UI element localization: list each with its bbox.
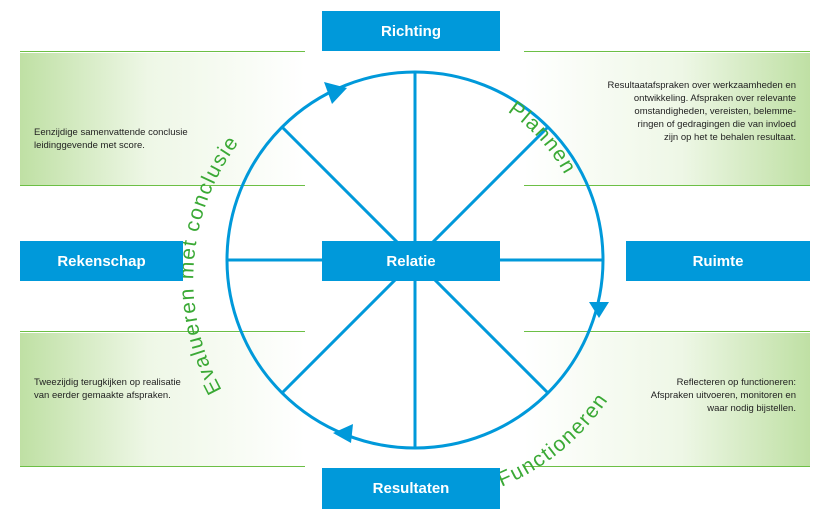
- box-label: Rekenschap: [57, 252, 146, 270]
- divider-line: [524, 331, 810, 332]
- note-panel-bottom-left: [20, 333, 305, 466]
- phase-label-plannen: Plannen: [504, 97, 581, 179]
- note-line: omstandigheden, vereisten, belemme-: [634, 106, 796, 117]
- note-panel-bottom-right: [524, 333, 810, 466]
- note-text-top-left: Eenzijdige samenvattende conclusie leidi…: [34, 126, 188, 152]
- box-label: Ruimte: [692, 252, 744, 270]
- note-text-bottom-right: Reflecteren op functioneren: Afspraken u…: [651, 376, 796, 415]
- box-label: Relatie: [386, 252, 436, 270]
- phase-label-functioneren: Functioneren: [494, 388, 613, 491]
- note-line: Afspraken uitvoeren, monitoren en: [650, 390, 796, 401]
- note-panel-top-right: [524, 53, 810, 186]
- note-line: van eerder gemaakte afspraken.: [34, 390, 171, 401]
- note-panel-top-left: [20, 53, 305, 186]
- note-text-top-right: Resultaatafspraken over werkzaamheden en…: [607, 79, 796, 144]
- divider-line: [20, 51, 305, 52]
- note-line: ringen of gedragingen die van invloed: [637, 119, 796, 130]
- box-label: Resultaten: [372, 480, 450, 497]
- note-line: Eenzijdige samenvattende conclusie: [34, 127, 188, 138]
- divider-line: [20, 331, 305, 332]
- arrowhead-bottom-icon: [333, 424, 353, 443]
- note-line: Reflecteren op functioneren:: [676, 377, 796, 388]
- note-text-bottom-left: Tweezijdig terugkijken op realisatie van…: [34, 376, 181, 402]
- note-line: Tweezijdig terugkijken op realisatie: [34, 377, 181, 388]
- phase-label-evalueren: Evalueren met conclusie: [175, 131, 243, 398]
- box-resultaten: Resultaten: [322, 468, 500, 509]
- box-relatie: Relatie: [322, 241, 500, 281]
- divider-line: [524, 466, 810, 467]
- note-line: waar nodig bijstellen.: [707, 403, 796, 414]
- note-line: ontwikkeling. Afspraken over relevante: [633, 93, 796, 104]
- arrowhead-top-icon: [324, 82, 347, 104]
- divider-line: [524, 51, 810, 52]
- box-richting: Richting: [322, 11, 500, 51]
- box-ruimte: Ruimte: [626, 241, 810, 281]
- box-rekenschap: Rekenschap: [20, 241, 183, 281]
- box-label: Richting: [381, 22, 441, 40]
- divider-line: [20, 466, 305, 467]
- divider-line: [524, 185, 810, 186]
- note-line: leidinggevende met score.: [34, 140, 145, 151]
- divider-line: [20, 185, 305, 186]
- note-line: Resultaatafspraken over werkzaamheden en: [607, 80, 796, 91]
- arrowhead-right-icon: [589, 302, 609, 318]
- note-line: zijn op het te behalen resultaat.: [663, 132, 796, 143]
